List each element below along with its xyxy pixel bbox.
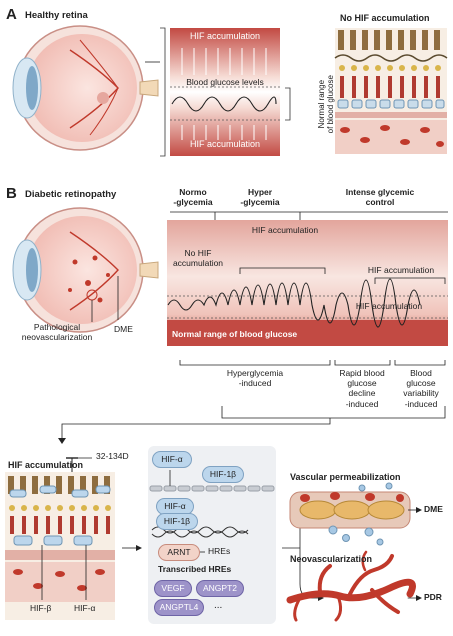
diabetic-eye-illustration [12, 207, 159, 333]
col-normoglycemia: Normo -glycemia [170, 187, 216, 208]
hif-accumulation-top: HIF accumulation [189, 31, 261, 41]
panel-b-title: Diabetic retinopathy [25, 189, 117, 200]
hif-mechanism-box [148, 446, 324, 624]
var-line-1: Blood [410, 368, 432, 378]
hyperglycemia-induced-label: Hyperglycemia -induced [205, 368, 305, 388]
rapid-decline-induced-label: Rapid blood glucose decline -induced [330, 368, 394, 409]
rapid-line-3: decline [348, 388, 376, 399]
more-genes-ellipsis: ... [214, 600, 223, 611]
dme-outcome-label: DME [424, 504, 443, 514]
hif-accumulation-title: HIF accumulation [8, 460, 84, 470]
normal-range-blood-glucose: Normal range of blood glucose [172, 329, 298, 339]
hif-accumulation-decline: HIF accumulation [355, 301, 423, 311]
panel-b-glucose-chart [58, 211, 448, 444]
hres-label: HREs [208, 546, 231, 556]
intense-line-2: control [365, 196, 395, 207]
hif-accumulation-hyper: HIF accumulation [251, 225, 319, 235]
rapid-line-1: Rapid blood [339, 368, 385, 378]
dme-eye-label: DME [114, 324, 133, 334]
hif-1b-pill-nuclear: HIF-1β [156, 513, 198, 530]
no-hif-title: No HIF accumulation [340, 13, 430, 23]
pn-line-2: neovascularization [21, 332, 93, 343]
no-hif-line-2: accumulation [172, 258, 224, 269]
hyper-line-2: -glycemia [240, 196, 280, 207]
hif-alpha-label: HIF-α [74, 603, 96, 613]
neovascularization-illustration [286, 550, 419, 622]
healthy-retina-cross-section [334, 28, 448, 154]
no-hif-line-1: No HIF [184, 248, 212, 258]
hif-alpha-pill: HIF-α [152, 451, 192, 468]
normo-line-2: -glycemia [173, 196, 213, 207]
panel-a-title: Healthy retina [25, 10, 88, 21]
inhibitor-label: 32-134D [96, 451, 129, 461]
no-hif-accumulation-label: No HIF accumulation [168, 248, 228, 268]
var-line-2: glucose [406, 378, 436, 389]
rapid-line-4: -induced [345, 398, 379, 409]
gene-angpt2: ANGPT2 [196, 580, 244, 597]
panel-a-glucose-chart [160, 27, 291, 157]
hyper-ind-line-1: Hyperglycemia [226, 368, 284, 378]
pdr-arrowhead [416, 595, 422, 601]
diabetic-retina-cross-section [5, 457, 142, 620]
col-intense-glycemic-control: Intense glycemic control [320, 187, 440, 208]
arnt-pill: ARNT [158, 544, 200, 561]
rapid-line-2: glucose [347, 378, 377, 389]
transcribed-hres-title: Transcribed HREs [158, 564, 232, 574]
hif-accumulation-bottom: HIF accumulation [189, 139, 261, 149]
panel-a-letter: A [6, 6, 17, 23]
var-line-4: -induced [404, 398, 438, 409]
pdr-outcome-label: PDR [424, 592, 442, 602]
hyper-line-1: Hyper [247, 187, 273, 197]
neovascularization-title: Neovascularization [290, 554, 373, 564]
normal-range-line-1: Normal range [316, 79, 326, 129]
hif-1b-pill: HIF-1β [202, 466, 244, 483]
gene-angptl4: ANGPTL4 [154, 599, 204, 616]
intense-line-1: Intense glycemic [345, 187, 415, 197]
normal-range-line-2: of blood glucose [326, 75, 335, 134]
vascular-permeabilization-illustration [289, 482, 422, 546]
var-line-3: variability [403, 388, 439, 399]
normo-line-1: Normo [179, 187, 207, 197]
hif-beta-label: HIF-β [30, 603, 52, 613]
hyper-ind-line-2: -induced [238, 378, 272, 389]
gene-vegf: VEGF [154, 580, 192, 597]
blood-glucose-label: Blood glucose levels [186, 77, 264, 87]
normal-range-label: Normal range of blood glucose [317, 59, 335, 149]
panel-b-letter: B [6, 185, 17, 202]
pn-line-1: Pathological [33, 322, 81, 332]
hif-accumulation-variability: HIF accumulation [367, 265, 435, 275]
col-hyperglycemia: Hyper -glycemia [225, 187, 295, 208]
healthy-eye-illustration [12, 25, 160, 151]
pathological-neovascularization-label: Pathological neovascularization [2, 322, 112, 342]
variability-induced-label: Blood glucose variability -induced [393, 368, 449, 409]
vascular-permeabilization-title: Vascular permeabilization [290, 472, 401, 482]
